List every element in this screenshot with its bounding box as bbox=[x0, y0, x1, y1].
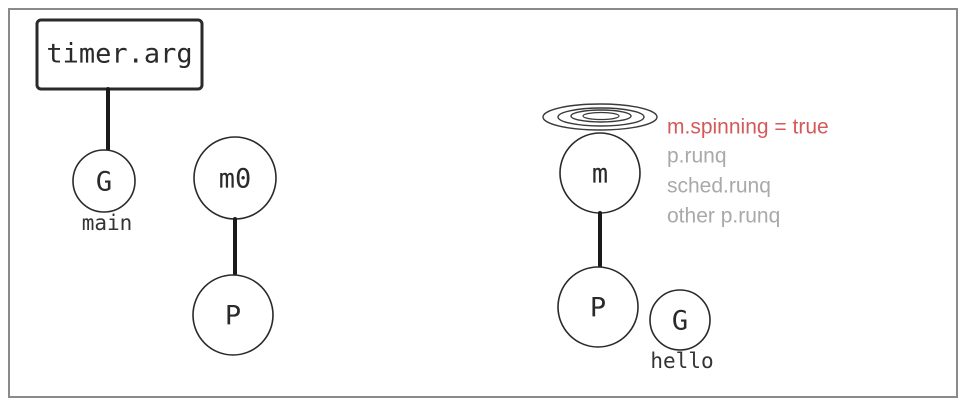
main-goroutine-label: G bbox=[96, 167, 112, 198]
m0-processor-node: P bbox=[192, 274, 274, 356]
diagram-frame bbox=[8, 8, 958, 398]
note-other-p-runq: other p.runq bbox=[667, 205, 780, 228]
m0-processor-circle bbox=[192, 274, 274, 356]
timer-arg-box bbox=[35, 18, 204, 91]
m0-machine-label: m0 bbox=[219, 164, 252, 195]
hello-goroutine-label: G bbox=[672, 306, 688, 337]
note-p-runq: p.runq bbox=[667, 145, 727, 168]
main-goroutine-caption: main bbox=[82, 211, 133, 235]
spinning-machine-label: m bbox=[592, 159, 608, 190]
spinning-processor-label: P bbox=[590, 293, 606, 324]
note-spinning: m.spinning = true bbox=[667, 116, 829, 139]
m0-machine-node: m0 bbox=[193, 136, 277, 278]
spinning-machine-node: m bbox=[559, 132, 641, 269]
m0-processor-label: P bbox=[225, 301, 241, 332]
timer-arg-label: timer.arg bbox=[46, 39, 192, 70]
note-sched-runq: sched.runq bbox=[667, 175, 771, 198]
hello-goroutine-circle bbox=[649, 289, 711, 351]
hello-goroutine-node: G hello bbox=[649, 289, 714, 373]
timer-arg-group: timer.arg bbox=[35, 18, 204, 159]
search-order-notes: m.spinning = true p.runq sched.runq othe… bbox=[667, 116, 829, 228]
spinning-halo-icon bbox=[542, 103, 658, 131]
main-goroutine-circle bbox=[72, 149, 136, 213]
main-goroutine-node: G main bbox=[72, 149, 136, 235]
hello-goroutine-caption: hello bbox=[650, 349, 713, 373]
spinning-processor-circle bbox=[557, 266, 639, 348]
spinning-processor-node: P bbox=[557, 266, 639, 348]
